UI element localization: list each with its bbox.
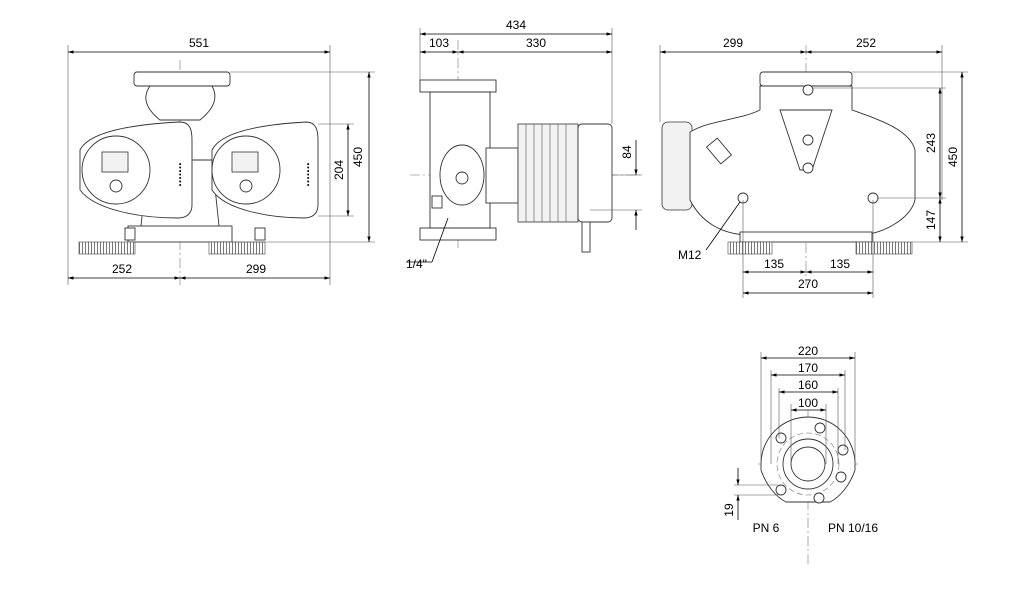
- motor-end: [661, 121, 693, 211]
- cable-gland: [254, 227, 266, 241]
- cable-gland: [581, 221, 591, 253]
- cable-gland: [705, 137, 733, 165]
- label-pn10-16: PN 10/16: [828, 521, 878, 535]
- base-plate: [127, 225, 233, 243]
- dim-overall-length: 434: [506, 18, 526, 32]
- base-plate: [739, 231, 873, 243]
- dim-left-width: 252: [112, 262, 132, 276]
- control-button: [109, 179, 123, 193]
- top-flange: [759, 71, 853, 87]
- dim-module-height: 204: [332, 160, 346, 180]
- dim-bolt-circle-pn6: 160: [798, 378, 818, 392]
- dim-bolt-circle-pn10-16: 170: [798, 361, 818, 375]
- dim-right-width: 299: [246, 262, 266, 276]
- dim-lower-port-height: 147: [924, 210, 938, 230]
- display-screen: [101, 151, 129, 173]
- bolt-hole: [835, 471, 847, 483]
- control-module-left: ▪▪▪▪▪▪▪: [79, 121, 193, 219]
- bolt-hole: [814, 422, 826, 434]
- dim-hole-size: 19: [722, 503, 736, 517]
- bolt-hole: [775, 484, 787, 496]
- side-view: 434 103 330 84 1/4": [406, 18, 642, 271]
- dim-right-width: 252: [856, 36, 876, 50]
- label-pn6: PN 6: [753, 521, 780, 535]
- motor-end-cap: [577, 123, 613, 223]
- bore: [790, 446, 826, 482]
- front-view: ▪▪▪▪▪▪▪ ▪▪▪▪▪▪▪ 551 450 204 252 299: [67, 36, 375, 285]
- dim-left-foot-offset: 135: [764, 257, 784, 271]
- dim-foot-spacing: 270: [798, 277, 818, 291]
- dim-height: 450: [946, 147, 960, 167]
- dim-nominal-bore: 100: [798, 396, 818, 410]
- dim-axis-offset: 84: [620, 145, 634, 159]
- svg-text:▪▪▪▪▪▪▪: ▪▪▪▪▪▪▪: [176, 163, 183, 187]
- dim-left-width: 299: [723, 36, 743, 50]
- motor-fins: [517, 123, 579, 223]
- control-button: [239, 179, 253, 193]
- bolt-thread-label: M12: [678, 248, 702, 262]
- pump-housing: [145, 85, 216, 121]
- cable-coil: [78, 241, 136, 255]
- dim-height: 450: [351, 147, 365, 167]
- cable-coil: [727, 241, 773, 255]
- bolt-hole: [837, 444, 849, 456]
- cable-coil: [855, 241, 913, 255]
- dim-outer-diameter: 220: [798, 344, 818, 358]
- top-flange: [133, 71, 231, 87]
- top-flange: [419, 79, 497, 93]
- svg-text:▪▪▪▪▪▪▪: ▪▪▪▪▪▪▪: [304, 163, 311, 187]
- rear-view: 299 252 450 243 147 M12 135 135 270: [659, 36, 968, 298]
- cable-gland: [124, 227, 136, 241]
- port-thread-label: 1/4": [406, 257, 427, 271]
- bolt-hole: [813, 492, 825, 504]
- dim-right-foot-offset: 135: [830, 257, 850, 271]
- cable-coil: [208, 241, 266, 255]
- dim-overall-width: 551: [189, 36, 209, 50]
- flange-view: 220 170 160 100 19 PN 6 PN 10/16: [722, 344, 878, 565]
- vent-screw: [802, 84, 814, 96]
- dim-motor-length: 330: [526, 36, 546, 50]
- control-module-right: ▪▪▪▪▪▪▪: [211, 121, 319, 219]
- dim-flange-offset: 103: [429, 36, 449, 50]
- bottom-flange: [419, 227, 497, 241]
- vent-plug: [431, 195, 443, 209]
- display-screen: [231, 151, 259, 173]
- bolt-hole: [775, 432, 787, 444]
- motor-adapter: [485, 147, 519, 204]
- dim-upper-port-height: 243: [924, 133, 938, 153]
